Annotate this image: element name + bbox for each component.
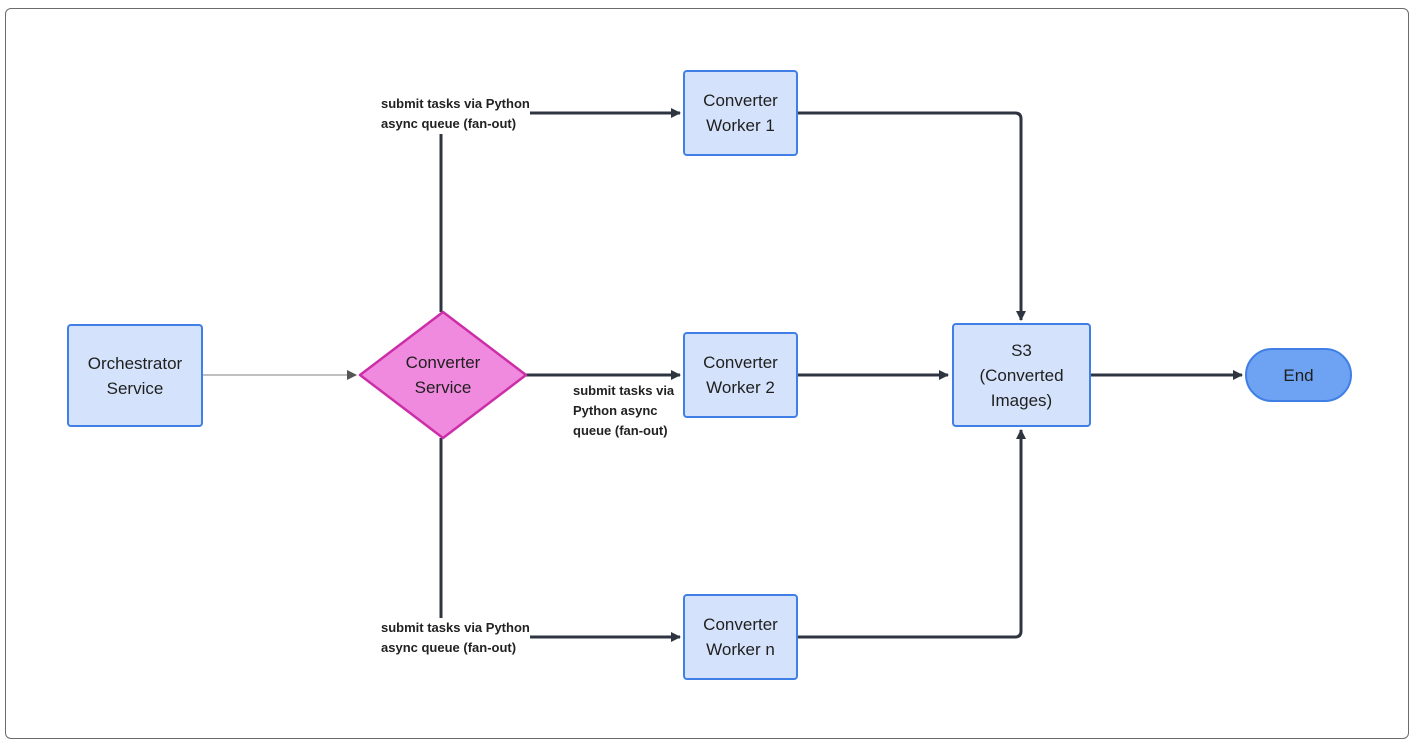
fanout-top-edge-label: submit tasks via Python async queue (fan…	[381, 94, 530, 134]
s3-converted-images-node[interactable]: S3 (Converted Images)	[952, 323, 1091, 427]
orchestrator-service-node[interactable]: Orchestrator Service	[67, 324, 203, 427]
converter-worker-1-node[interactable]: Converter Worker 1	[683, 70, 798, 156]
converter-worker-n-node[interactable]: Converter Worker n	[683, 594, 798, 680]
s3-converted-images-label: S3 (Converted Images)	[979, 340, 1064, 410]
converter-worker-2-node[interactable]: Converter Worker 2	[683, 332, 798, 418]
edge-worker-n-to-s3	[798, 429, 1026, 639]
orchestrator-service-label: Orchestrator Service	[87, 353, 183, 398]
end-node[interactable]: End	[1245, 348, 1352, 402]
edge-converter-to-worker-n	[439, 438, 681, 642]
fanout-bottom-edge-label: submit tasks via Python async queue (fan…	[381, 618, 530, 658]
converter-service-label: Converter Service	[405, 353, 481, 397]
end-label: End	[1283, 365, 1314, 385]
fanout-middle-edge-label: submit tasks via Python async queue (fan…	[573, 383, 675, 438]
edge-converter-to-worker-1	[439, 108, 681, 312]
converter-worker-2-label: Converter Worker 2	[703, 353, 778, 397]
converter-service-diamond[interactable]	[358, 310, 528, 440]
converter-worker-n-label: Converter Worker n	[703, 615, 778, 659]
converter-worker-1-label: Converter Worker 1	[703, 91, 778, 135]
edge-worker-1-to-s3	[798, 111, 1026, 321]
